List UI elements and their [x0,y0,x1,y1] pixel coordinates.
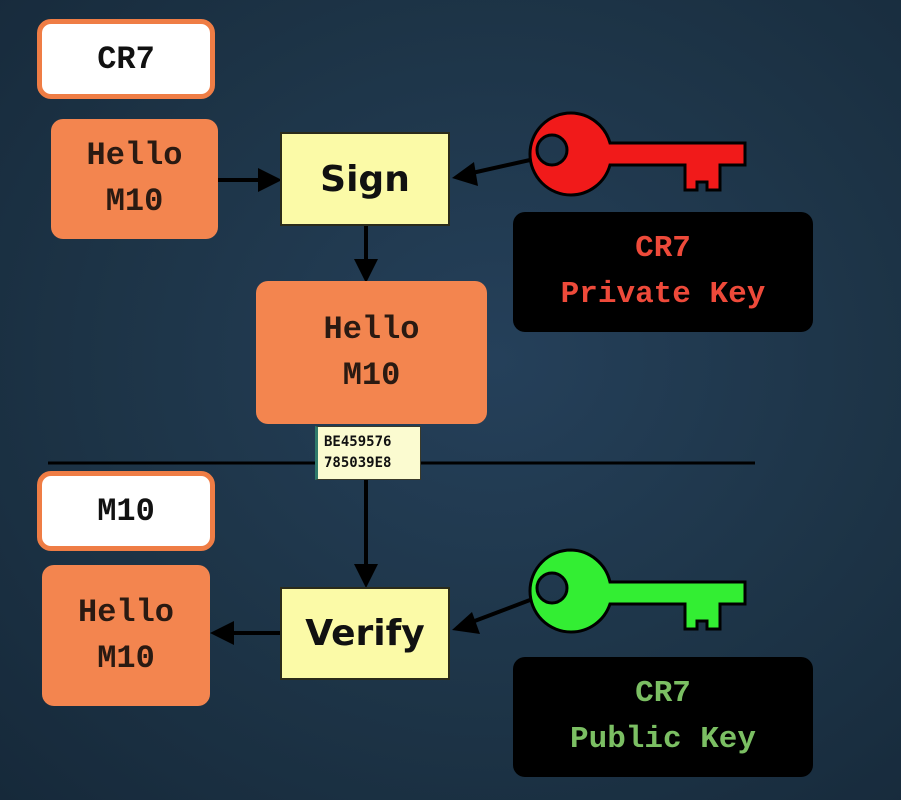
private-key-icon [528,111,747,197]
arrow-public-key-to-verify [452,598,531,634]
sender-name-label: CR7 [37,19,215,99]
private-key-owner: CR7 [635,231,691,266]
signature-line-1: BE459576 [324,434,392,450]
arrow-message-to-sign [218,168,282,192]
verified-message-line-2: M10 [97,639,155,677]
original-message-line-2: M10 [105,183,164,220]
private-key-card: CR7 Private Key [513,212,813,332]
receiver-name-label: M10 [37,471,215,551]
original-message-box: Hello M10 [51,119,218,239]
arrow-sign-to-signed-message [354,226,378,283]
arrow-signature-to-verify [354,480,378,588]
verified-message-box: Hello M10 [42,565,210,706]
public-key-owner: CR7 [635,676,691,711]
signed-message-line-2: M10 [342,356,401,394]
verify-step-box: Verify [280,587,450,680]
signature-box: BE459576 785039E8 [315,426,421,480]
signed-message-line-1: Hello [323,310,420,348]
signature-line-2: 785039E8 [324,455,392,471]
arrow-verify-to-message [210,621,280,645]
verified-message-line-1: Hello [77,593,174,631]
private-key-label: Private Key [560,277,766,312]
arrow-private-key-to-sign [452,158,531,186]
public-key-icon [528,548,747,634]
original-message-line-1: Hello [86,137,183,174]
public-key-card: CR7 Public Key [513,657,813,777]
signed-message-box: Hello M10 [256,281,487,424]
sign-step-box: Sign [280,132,450,226]
public-key-label: Public Key [569,722,757,757]
